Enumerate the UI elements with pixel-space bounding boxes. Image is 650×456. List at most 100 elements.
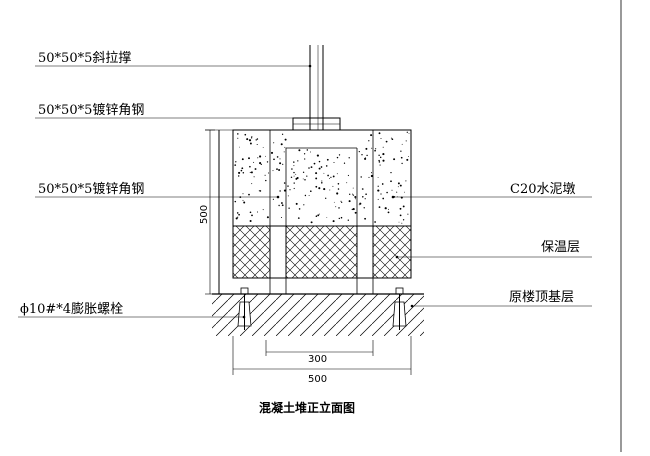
- concrete-speckle: [238, 171, 241, 174]
- concrete-speckle: [315, 177, 318, 180]
- expansion-bolt-right: [392, 287, 407, 330]
- concrete-speckle: [237, 216, 239, 218]
- concrete-speckle: [237, 137, 239, 139]
- concrete-speckle: [406, 131, 408, 133]
- concrete-speckle: [370, 172, 373, 174]
- concrete-speckle: [244, 133, 247, 136]
- concrete-speckle: [266, 161, 269, 163]
- concrete-speckle: [399, 214, 402, 217]
- concrete-speckle: [284, 146, 286, 148]
- concrete-speckle: [398, 221, 400, 223]
- concrete-speckle: [310, 190, 312, 192]
- concrete-speckle: [291, 168, 293, 170]
- concrete-speckle: [272, 198, 274, 200]
- concrete-speckle: [253, 176, 255, 178]
- concrete-speckle: [382, 159, 385, 162]
- concrete-speckle: [279, 190, 281, 192]
- concrete-speckle: [378, 206, 381, 208]
- concrete-speckle: [257, 157, 259, 159]
- concrete-speckle: [338, 154, 341, 156]
- concrete-speckle: [374, 221, 376, 223]
- concrete-speckle: [280, 216, 283, 219]
- concrete-speckle: [283, 151, 285, 153]
- concrete-speckle: [408, 132, 410, 134]
- concrete-speckle: [338, 217, 341, 220]
- concrete-speckle: [297, 160, 299, 162]
- concrete-speckle: [400, 150, 402, 152]
- concrete-speckle: [402, 219, 405, 221]
- concrete-speckle: [303, 153, 306, 155]
- concrete-speckle: [365, 193, 367, 195]
- concrete-speckle: [326, 217, 328, 219]
- concrete-speckle: [288, 207, 290, 209]
- concrete-speckle: [365, 147, 368, 150]
- label-angle-top: 50*50*5镀锌角钢: [38, 102, 144, 118]
- concrete-speckle: [276, 168, 278, 170]
- concrete-speckle: [295, 202, 298, 205]
- concrete-speckle: [242, 172, 245, 174]
- concrete-speckle: [253, 161, 255, 163]
- concrete-speckle: [335, 206, 337, 208]
- concrete-speckle: [241, 167, 244, 170]
- concrete-speckle: [352, 194, 355, 196]
- concrete-speckle: [316, 154, 319, 157]
- concrete-speckle: [249, 171, 251, 173]
- concrete-speckle: [279, 162, 282, 165]
- concrete-speckle: [330, 176, 332, 179]
- concrete-speckle: [310, 221, 313, 224]
- concrete-speckle: [293, 187, 295, 190]
- concrete-speckle: [371, 147, 373, 149]
- concrete-speckle: [280, 202, 283, 204]
- concrete-speckle: [326, 158, 329, 161]
- concrete-speckle: [368, 140, 370, 142]
- concrete-speckle: [276, 156, 279, 158]
- concrete-speckle: [249, 165, 251, 168]
- concrete-speckle: [296, 176, 299, 180]
- concrete-speckle: [262, 147, 264, 148]
- vertical-post: [309, 45, 324, 130]
- concrete-speckle: [235, 217, 238, 220]
- concrete-speckle: [377, 189, 380, 192]
- concrete-speckle: [340, 216, 343, 219]
- concrete-speckle: [377, 198, 379, 200]
- dimension-height: 500: [199, 129, 215, 295]
- concrete-speckle: [318, 213, 320, 215]
- concrete-speckle: [354, 198, 356, 200]
- concrete-speckle: [348, 200, 351, 203]
- concrete-speckle: [359, 202, 362, 205]
- concrete-speckle: [347, 174, 349, 177]
- concrete-speckle: [254, 168, 257, 170]
- concrete-speckle: [293, 171, 295, 174]
- concrete-speckle: [354, 196, 357, 198]
- concrete-speckle: [238, 175, 240, 177]
- dimension-inner-width: 300: [265, 340, 374, 365]
- concrete-speckle: [386, 191, 388, 194]
- concrete-speckle: [377, 185, 379, 187]
- concrete-speckle: [327, 174, 329, 177]
- concrete-speckle: [382, 146, 384, 148]
- concrete-speckle: [379, 156, 382, 159]
- concrete-speckle: [249, 142, 252, 145]
- drawing-title: 混凝土堆正立面图: [259, 400, 355, 415]
- concrete-speckle: [304, 179, 306, 181]
- label-brace: 50*50*5斜拉撑: [38, 51, 131, 66]
- dimension-inner-width-text: 300: [308, 354, 327, 365]
- concrete-speckle: [340, 200, 342, 202]
- concrete-speckle: [321, 180, 323, 182]
- concrete-speckle: [332, 175, 335, 178]
- concrete-speckle: [270, 151, 274, 154]
- concrete-speckle: [407, 155, 409, 157]
- concrete-speckle: [387, 211, 390, 214]
- concrete-speckle: [283, 182, 286, 184]
- concrete-speckle: [391, 189, 393, 191]
- concrete-speckle: [298, 208, 301, 210]
- concrete-speckle: [310, 166, 313, 169]
- concrete-speckle: [264, 174, 266, 176]
- concrete-speckle: [238, 213, 240, 216]
- concrete-speckle: [251, 183, 253, 185]
- concrete-speckle: [349, 193, 351, 195]
- concrete-speckle: [397, 182, 400, 185]
- concrete-speckle: [318, 160, 321, 163]
- concrete-speckle: [382, 153, 385, 156]
